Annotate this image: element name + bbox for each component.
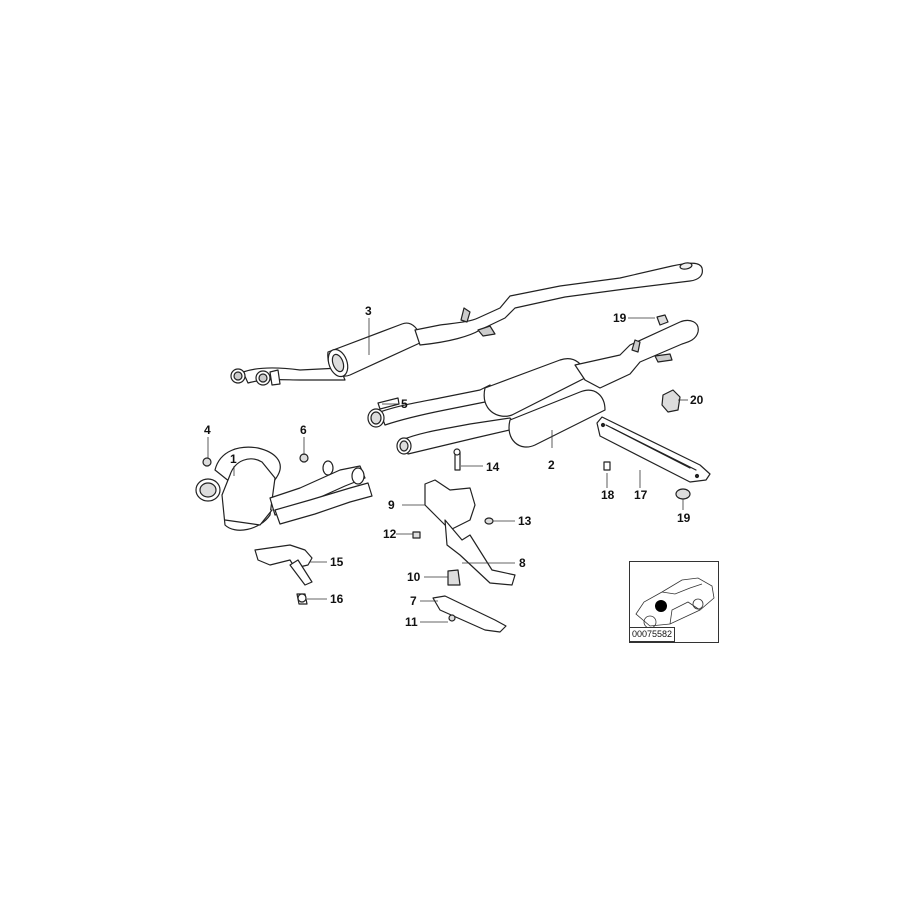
label-part-16: 16	[330, 592, 344, 606]
part-1-exhaust-manifold	[195, 446, 373, 531]
label-part-13: 13	[518, 514, 532, 528]
part-17-plate	[596, 416, 711, 483]
label-part-14: 14	[486, 460, 500, 474]
label-part-8: 8	[519, 556, 526, 570]
label-part-19-bottom: 19	[677, 511, 691, 525]
location-marker-icon	[655, 600, 667, 612]
label-part-4: 4	[204, 423, 211, 437]
label-part-5: 5	[401, 397, 408, 411]
label-part-6: 6	[300, 423, 307, 437]
part-20-rubber-mount	[661, 389, 681, 413]
part-19-nuts	[656, 314, 691, 500]
label-part-12: 12	[383, 527, 397, 541]
part-18-bolt	[603, 461, 611, 471]
label-part-7: 7	[410, 594, 417, 608]
label-part-2: 2	[548, 458, 555, 472]
part-3-rear-silencer	[230, 262, 703, 386]
leader-lines	[207, 317, 688, 623]
label-part-10: 10	[407, 570, 421, 584]
diagram-code: 00075582	[629, 627, 676, 642]
label-part-15: 15	[330, 555, 344, 569]
part-2-catalytic-converters	[367, 319, 699, 455]
part-5-bolt	[377, 397, 400, 410]
label-part-1: 1	[230, 452, 237, 466]
label-part-17: 17	[634, 488, 648, 502]
label-part-18: 18	[601, 488, 615, 502]
label-part-9: 9	[388, 498, 395, 512]
label-part-11: 11	[405, 615, 418, 629]
brackets-7-8-9	[412, 448, 516, 633]
label-part-20: 20	[690, 393, 704, 407]
label-part-3: 3	[365, 304, 372, 318]
label-part-19-top: 19	[613, 311, 627, 325]
brackets-15-16	[254, 544, 313, 605]
